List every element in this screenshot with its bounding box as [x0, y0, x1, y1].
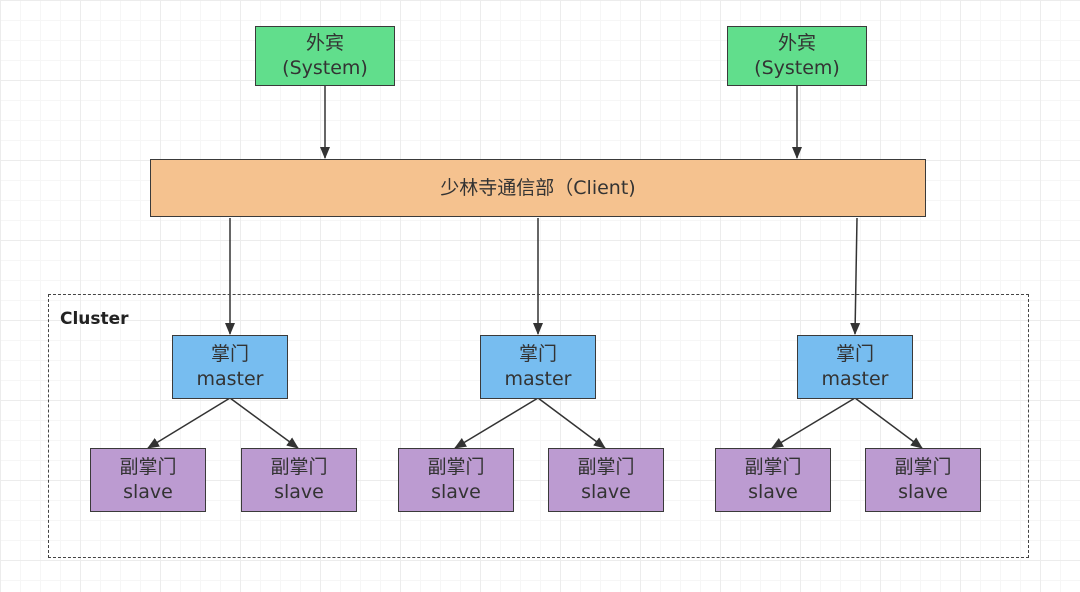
slave-node-1-sub: slave [123, 481, 173, 503]
slave-node-6-sub: slave [898, 481, 948, 503]
master-node-3-sub: master [821, 368, 889, 390]
master-node-2-name: 掌门 [518, 343, 557, 365]
master-node-2-sub: master [504, 368, 572, 390]
arrow-master1-slave1 [147, 397, 231, 449]
master-node-1-name: 掌门 [210, 343, 249, 365]
system-node-1-sub: (System) [282, 57, 368, 79]
master-node-3-name: 掌门 [835, 343, 874, 365]
slave-node-3-sub: slave [431, 481, 481, 503]
arrow-master2-slave3 [454, 397, 539, 449]
cluster-label: Cluster [60, 309, 129, 329]
system-node-1-name: 外宾 [305, 32, 344, 54]
master-node-3: 掌门 master [797, 335, 913, 399]
system-node-1: 外宾 (System) [255, 26, 395, 86]
slave-node-1-name: 副掌门 [119, 456, 177, 478]
cluster-group: Cluster [48, 294, 1029, 558]
slave-node-6: 副掌门 slave [865, 448, 981, 512]
slave-node-4-sub: slave [581, 481, 631, 503]
slave-node-4: 副掌门 slave [548, 448, 664, 512]
slave-node-2: 副掌门 slave [241, 448, 357, 512]
arrow-master3-slave5 [771, 397, 856, 449]
slave-node-5: 副掌门 slave [715, 448, 831, 512]
slave-node-3: 副掌门 slave [398, 448, 514, 512]
slave-node-2-name: 副掌门 [270, 456, 328, 478]
arrow-master1-slave2 [229, 397, 299, 449]
slave-node-5-name: 副掌门 [744, 456, 802, 478]
slave-node-4-name: 副掌门 [577, 456, 635, 478]
arrow-master3-slave6 [854, 397, 923, 449]
client-label: 少林寺通信部（Client) [440, 176, 636, 199]
master-node-1-sub: master [196, 368, 264, 390]
slave-node-2-sub: slave [274, 481, 324, 503]
system-node-2: 外宾 (System) [727, 26, 867, 86]
slave-node-5-sub: slave [748, 481, 798, 503]
arrow-client-master3 [850, 217, 861, 335]
master-node-2: 掌门 master [480, 335, 596, 399]
slave-node-6-name: 副掌门 [894, 456, 952, 478]
system-node-2-sub: (System) [754, 57, 840, 79]
client-node: 少林寺通信部（Client) [150, 159, 926, 217]
master-node-1: 掌门 master [172, 335, 288, 399]
system-node-2-name: 外宾 [777, 32, 816, 54]
slave-node-3-name: 副掌门 [427, 456, 485, 478]
slave-node-1: 副掌门 slave [90, 448, 206, 512]
arrow-master2-slave4 [537, 397, 606, 449]
